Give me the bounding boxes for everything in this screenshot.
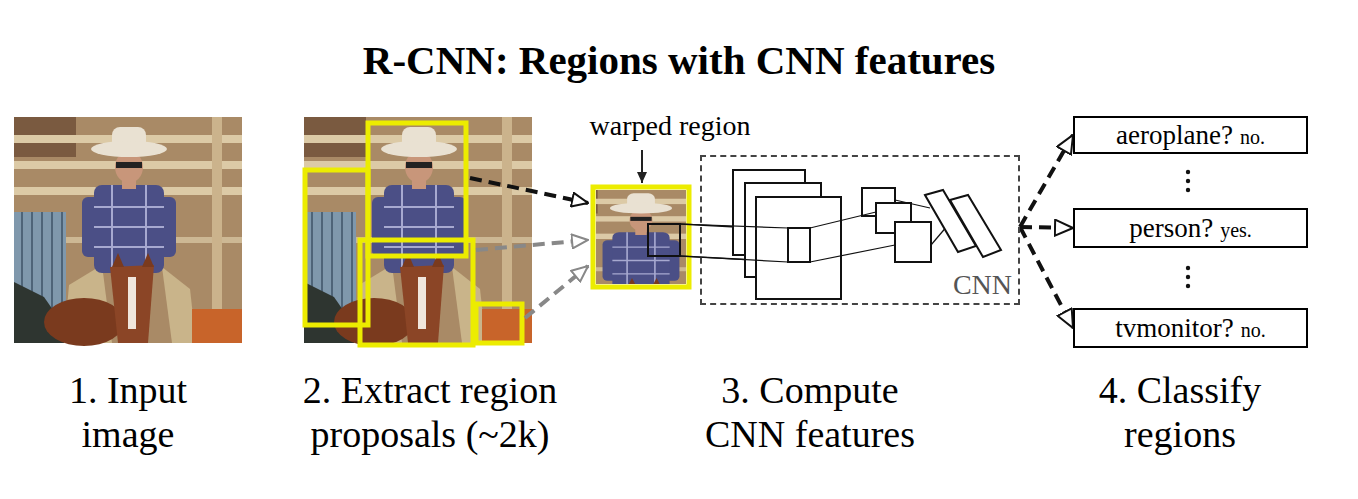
step-caption: 3. Compute CNN features [690, 368, 930, 456]
class-answer: no. [1241, 319, 1266, 341]
class-question: aeroplane? [1116, 120, 1233, 150]
step-caption: 2. Extract region proposals (~2k) [280, 368, 580, 456]
conv-line [680, 256, 788, 262]
conv-line [895, 200, 930, 208]
dot [1186, 170, 1190, 174]
proposal-box [476, 304, 522, 343]
warped-photo [547, 187, 734, 341]
dot [1186, 179, 1190, 183]
class-question: person? [1129, 213, 1213, 243]
proposal-box [368, 123, 466, 256]
callout-label: warped region [550, 110, 790, 142]
feature-map [756, 197, 841, 299]
class-question: tvmonitor? [1115, 313, 1233, 343]
conv-line [810, 212, 876, 228]
proposal-photo [304, 117, 532, 346]
proposal-box [360, 240, 473, 345]
class-box: aeroplane? no. [1073, 116, 1308, 154]
dashed-arrow [1020, 227, 1073, 228]
dot [1186, 275, 1190, 279]
pointer-line [641, 150, 643, 183]
feature-map [895, 222, 931, 262]
filter-window [788, 228, 810, 262]
class-box: tvmonitor? no. [1073, 308, 1308, 348]
filter-window [648, 224, 680, 256]
proposal-boxes [305, 123, 522, 345]
conv-line [680, 224, 788, 228]
input-photo [14, 117, 242, 346]
warped-box [593, 187, 689, 287]
proposal-arrow [470, 178, 588, 203]
class-box: person? yes. [1073, 208, 1308, 248]
title: R-CNN: Regions with CNN features [0, 36, 1358, 85]
dot [1186, 284, 1190, 288]
step-caption: 4. Classify regions [1080, 368, 1280, 456]
step-caption: 1. Input image [33, 368, 223, 456]
dot [1186, 266, 1190, 270]
class-answer: no. [1240, 126, 1265, 148]
proposal-arrow [525, 266, 588, 318]
class-answer: yes. [1220, 219, 1252, 241]
network-label: CNN [953, 270, 1012, 301]
dashed-arrow [1020, 227, 1073, 328]
network-box: CNN [700, 155, 1020, 305]
dot [1186, 188, 1190, 192]
proposal-arrow [476, 240, 588, 250]
dashed-arrow [1020, 135, 1073, 227]
conv-line [810, 245, 895, 262]
fc-layer [950, 195, 1001, 257]
